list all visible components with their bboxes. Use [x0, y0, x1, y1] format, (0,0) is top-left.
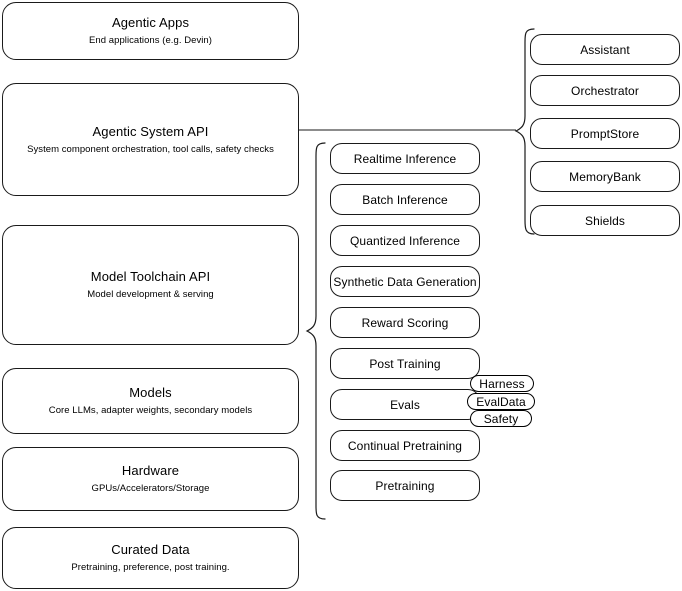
layer-title: Agentic System API: [92, 123, 209, 139]
capability-quantized-inference[interactable]: Quantized Inference: [330, 225, 480, 256]
capability-label: Quantized Inference: [350, 233, 460, 248]
component-assistant[interactable]: Assistant: [530, 34, 680, 65]
capability-label: Reward Scoring: [361, 315, 449, 330]
layer-title: Model Toolchain API: [90, 269, 211, 284]
component-memorybank[interactable]: MemoryBank: [530, 161, 680, 192]
evals-subitem-safety[interactable]: Safety: [470, 410, 532, 427]
capability-synthetic-data-generation[interactable]: Synthetic Data Generation: [330, 266, 480, 297]
capability-evals[interactable]: Evals: [330, 389, 480, 420]
layer-title: Hardware: [121, 463, 180, 478]
layer-title: Curated Data: [111, 542, 190, 557]
layer-subtitle: End applications (e.g. Devin): [89, 35, 212, 46]
layer-title: Models: [129, 385, 172, 400]
layer-curated-data[interactable]: Curated Data Pretraining, preference, po…: [2, 527, 299, 589]
capability-label: Batch Inference: [362, 192, 448, 207]
component-promptstore[interactable]: PromptStore: [530, 118, 680, 149]
capability-label: Realtime Inference: [353, 151, 457, 166]
connector-agentic-system-to-components: [299, 120, 519, 142]
component-orchestrator[interactable]: Orchestrator: [530, 75, 680, 106]
evals-subitem-harness[interactable]: Harness: [470, 375, 534, 392]
layer-subtitle: Model development & serving: [87, 289, 214, 300]
capability-label: Evals: [390, 397, 420, 412]
component-label: Orchestrator: [571, 83, 639, 98]
layer-subtitle: Core LLMs, adapter weights, secondary mo…: [48, 405, 253, 416]
capability-realtime-inference[interactable]: Realtime Inference: [330, 143, 480, 174]
toolchain-bracket: [303, 142, 329, 520]
layer-agentic-apps[interactable]: Agentic Apps End applications (e.g. Devi…: [2, 2, 299, 60]
capability-label: Synthetic Data Generation: [333, 274, 477, 289]
layer-subtitle: Pretraining, preference, post training.: [71, 562, 230, 573]
component-label: Assistant: [580, 42, 630, 57]
component-label: MemoryBank: [569, 169, 641, 184]
evals-subitem-label: EvalData: [476, 394, 526, 409]
layer-subtitle: GPUs/Accelerators/Storage: [91, 483, 210, 494]
layer-agentic-system-api[interactable]: Agentic System API System component orch…: [2, 83, 299, 196]
capability-post-training[interactable]: Post Training: [330, 348, 480, 379]
capability-batch-inference[interactable]: Batch Inference: [330, 184, 480, 215]
layer-models[interactable]: Models Core LLMs, adapter weights, secon…: [2, 368, 299, 434]
capability-reward-scoring[interactable]: Reward Scoring: [330, 307, 480, 338]
component-label: PromptStore: [570, 126, 640, 141]
evals-subitem-evaldata[interactable]: EvalData: [467, 393, 535, 410]
layer-hardware[interactable]: Hardware GPUs/Accelerators/Storage: [2, 447, 299, 511]
evals-subitem-label: Harness: [479, 376, 525, 391]
component-shields[interactable]: Shields: [530, 205, 680, 236]
capability-continual-pretraining[interactable]: Continual Pretraining: [330, 430, 480, 461]
capability-pretraining[interactable]: Pretraining: [330, 470, 480, 501]
layer-subtitle: System component orchestration, tool cal…: [27, 143, 274, 155]
layer-title: Agentic Apps: [111, 15, 190, 30]
component-label: Shields: [584, 213, 626, 228]
capability-label: Post Training: [369, 356, 441, 371]
capability-label: Pretraining: [375, 478, 435, 493]
layer-model-toolchain-api[interactable]: Model Toolchain API Model development & …: [2, 225, 299, 345]
capability-label: Continual Pretraining: [347, 438, 463, 453]
evals-subitem-label: Safety: [483, 411, 519, 426]
